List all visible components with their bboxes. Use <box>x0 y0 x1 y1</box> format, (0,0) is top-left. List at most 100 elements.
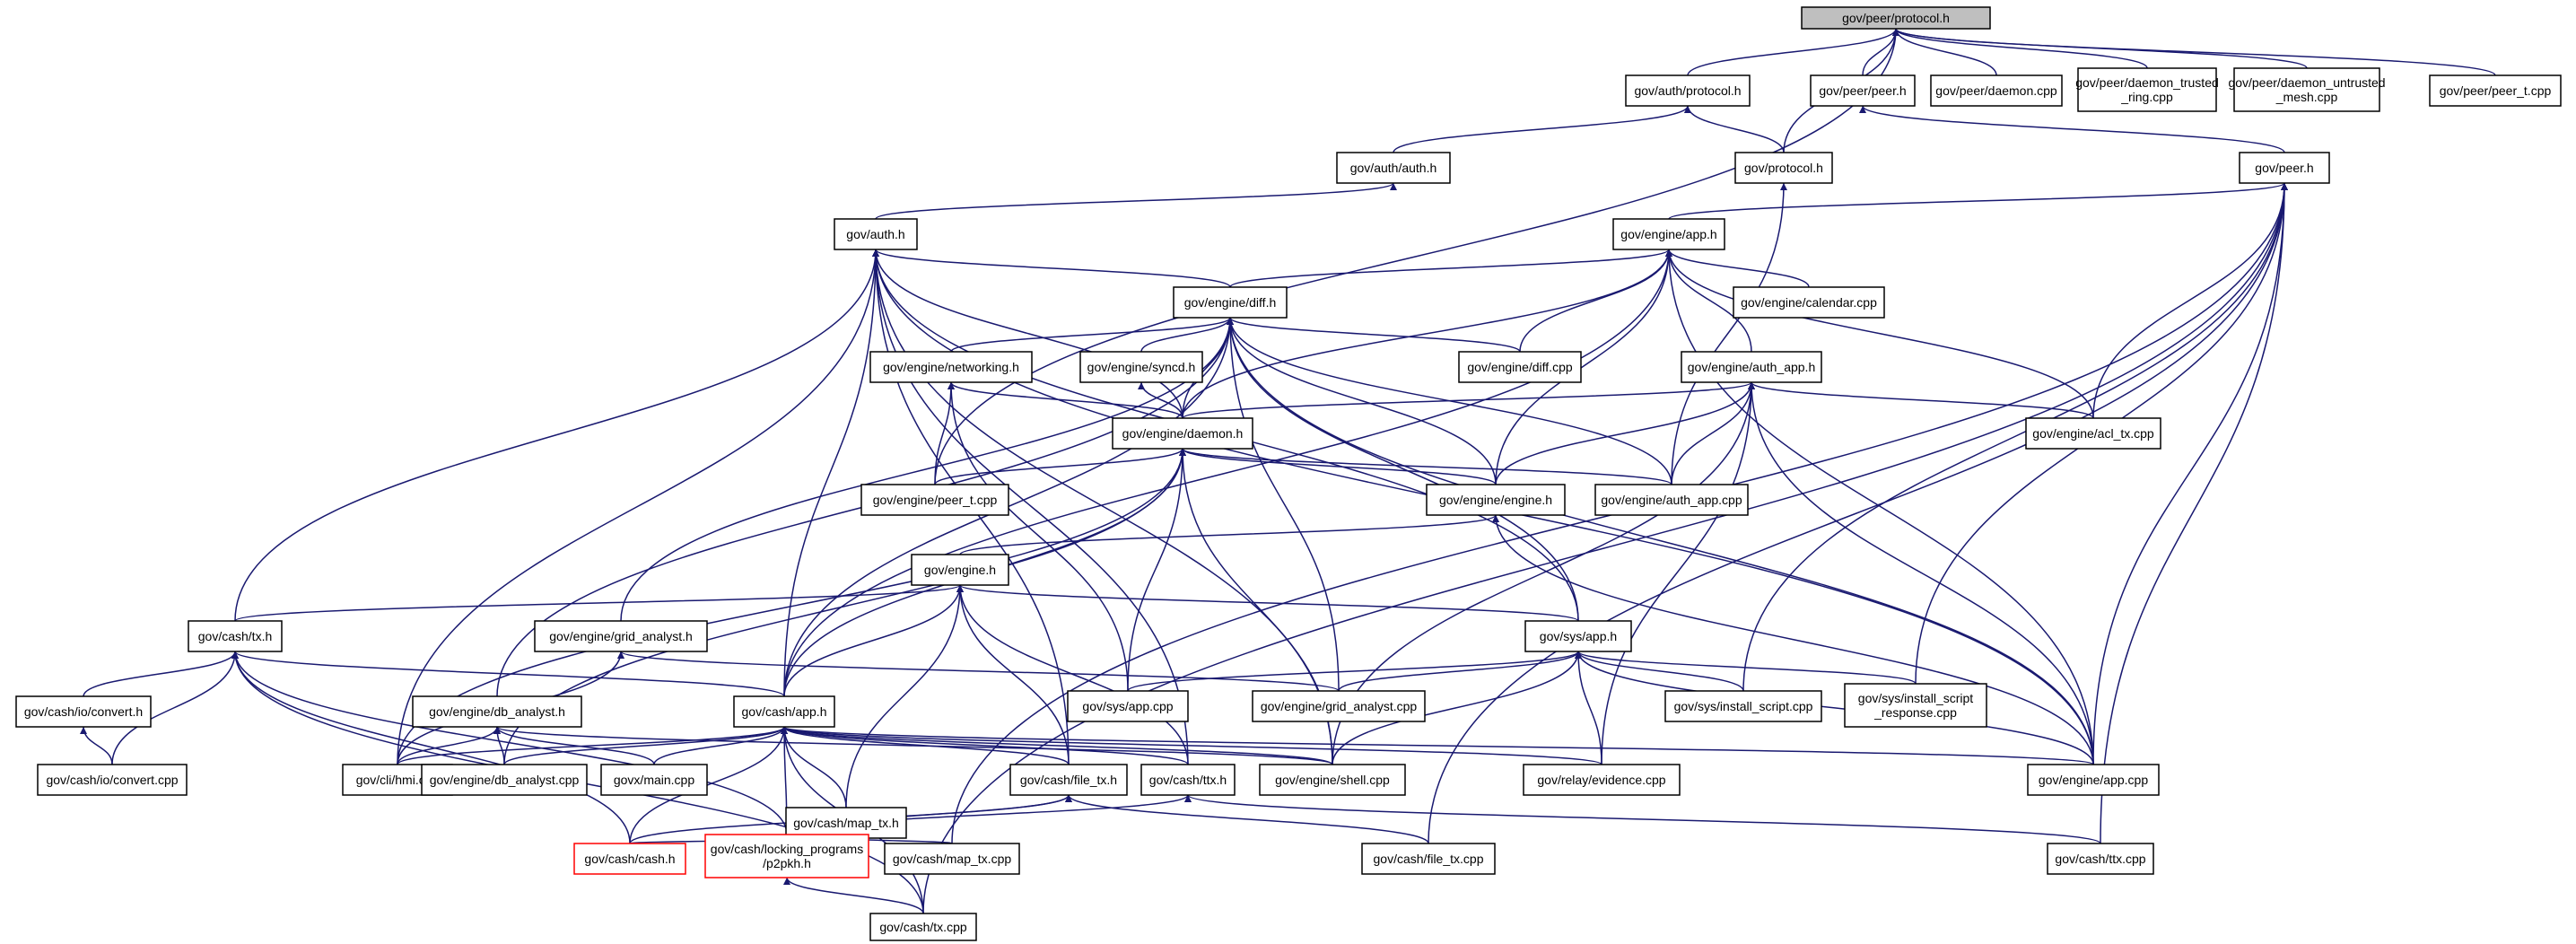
node-peer-daemon-untrusted[interactable]: gov/peer/daemon_untrusted_mesh.cpp <box>2228 67 2386 112</box>
edge-engine-grid-analyst-cpp-to-engine-grid-analyst-h <box>617 651 1340 692</box>
node-relay-evidence-cpp[interactable]: gov/relay/evidence.cpp <box>1523 764 1681 796</box>
node-cash-cash-h[interactable]: gov/cash/cash.h <box>573 843 686 875</box>
node-label: gov/engine/auth_app.cpp <box>1601 493 1742 507</box>
node-engine-diff-h[interactable]: gov/engine/diff.h <box>1173 286 1288 319</box>
node-engine-diff-cpp[interactable]: gov/engine/diff.cpp <box>1458 351 1582 383</box>
node-cash-locking-programs[interactable]: gov/cash/locking_programs/p2pkh.h <box>704 834 869 878</box>
node-box <box>1664 690 1822 722</box>
node-sys-install-script-cpp[interactable]: gov/sys/install_script.cpp <box>1664 690 1822 722</box>
node-cash-file-tx-cpp[interactable]: gov/cash/file_tx.cpp <box>1361 843 1496 875</box>
node-engine-db-analyst-cpp[interactable]: gov/engine/db_analyst.cpp <box>421 764 588 796</box>
edge-cash-ttx-h-to-cash-app-h <box>781 726 1189 765</box>
edge-protocol-h-to-auth-protocol-h <box>1684 105 1785 153</box>
node-label: gov/cash/map_tx.cpp <box>893 852 1012 866</box>
node-engine-networking-h[interactable]: gov/engine/networking.h <box>869 351 1033 383</box>
node-label: gov/peer/protocol.h <box>1842 11 1950 25</box>
node-engine-grid-analyst-cpp[interactable]: gov/engine/grid_analyst.cpp <box>1252 690 1426 722</box>
node-engine-app-cpp[interactable]: gov/engine/app.cpp <box>2027 764 2160 796</box>
node-box <box>1523 764 1681 796</box>
node-label: gov/cash/app.h <box>742 704 827 719</box>
node-peer-h[interactable]: gov/peer.h <box>2239 152 2330 184</box>
node-auth-protocol-h[interactable]: gov/auth/protocol.h <box>1625 74 1751 107</box>
edge-cash-map-tx-h-to-cash-app-h <box>781 726 847 809</box>
node-box <box>2047 843 2154 875</box>
node-engine-syncd-h[interactable]: gov/engine/syncd.h <box>1079 351 1203 383</box>
node-box <box>733 695 835 728</box>
node-peer-peer-h[interactable]: gov/peer/peer.h <box>1810 74 1916 107</box>
node-engine-shell-cpp[interactable]: gov/engine/shell.cpp <box>1259 764 1406 796</box>
node-govx-main-cpp[interactable]: govx/main.cpp <box>600 764 708 796</box>
node-box <box>2027 764 2160 796</box>
node-engine-db-analyst-h[interactable]: gov/engine/db_analyst.h <box>412 695 582 728</box>
node-sys-app-cpp[interactable]: gov/sys/app.cpp <box>1067 690 1189 722</box>
edge-engine-peer-t-cpp-to-peer-protocol-h <box>934 28 1899 485</box>
node-engine-auth-app-h[interactable]: gov/engine/auth_app.h <box>1681 351 1822 383</box>
edge-layer <box>80 28 2496 914</box>
node-label: gov/engine/peer_t.cpp <box>873 493 998 507</box>
node-label: gov/auth/auth.h <box>1350 161 1437 175</box>
node-box <box>869 351 1033 383</box>
edge-engine-acl-tx-cpp-to-peer-h <box>2092 182 2288 419</box>
node-label: _response.cpp <box>1873 705 1957 720</box>
node-engine-grid-analyst-h[interactable]: gov/engine/grid_analyst.h <box>534 620 708 652</box>
node-cash-map-tx-cpp[interactable]: gov/cash/map_tx.cpp <box>884 843 1020 875</box>
node-cash-tx-cpp[interactable]: gov/cash/tx.cpp <box>869 913 977 941</box>
node-peer-daemon-trusted[interactable]: gov/peer/daemon_trusted_ring.cpp <box>2075 67 2219 112</box>
node-label: gov/engine/acl_tx.cpp <box>2032 426 2154 441</box>
node-box <box>1594 484 1749 516</box>
edge-engine-app-cpp-to-sys-app-h <box>1575 651 2094 765</box>
node-engine-acl-tx-cpp[interactable]: gov/engine/acl_tx.cpp <box>2025 417 2161 450</box>
node-protocol-h[interactable]: gov/protocol.h <box>1734 152 1833 184</box>
node-cash-file-tx-h[interactable]: gov/cash/file_tx.h <box>1009 764 1128 796</box>
node-cash-app-h[interactable]: gov/cash/app.h <box>733 695 835 728</box>
node-peer-peer-t-cpp[interactable]: gov/peer/peer_t.cpp <box>2429 74 2562 107</box>
edge-cash-ttx-h-to-auth-h <box>872 249 1189 765</box>
edge-engine-app-cpp-to-engine-app-h <box>1665 249 2094 765</box>
edge-cash-tx-cpp-to-cash-locking-programs <box>783 877 924 914</box>
node-label: gov/cli/hmi.cpp <box>356 773 440 787</box>
node-sys-install-script-response-cpp[interactable]: gov/sys/install_script_response.cpp <box>1844 683 1987 728</box>
edge-peer-h-to-peer-peer-h <box>1859 105 2285 153</box>
edge-cash-map-tx-h-to-engine-h <box>845 584 964 809</box>
node-label: gov/sys/install_script.cpp <box>1674 699 1813 713</box>
edge-engine-diff-cpp-to-engine-app-h <box>1519 249 1672 353</box>
node-peer-protocol-h[interactable]: gov/peer/protocol.h <box>1801 6 1991 30</box>
edge-engine-diff-h-to-auth-h <box>872 249 1231 288</box>
node-engine-auth-app-cpp[interactable]: gov/engine/auth_app.cpp <box>1594 484 1749 516</box>
node-cash-map-tx-h[interactable]: gov/cash/map_tx.h <box>785 807 907 839</box>
node-cash-tx-h[interactable]: gov/cash/tx.h <box>188 620 283 652</box>
node-cash-ttx-h[interactable]: gov/cash/ttx.h <box>1140 764 1236 796</box>
edge-cli-hmi-cpp-to-cash-app-h <box>397 726 788 765</box>
node-box <box>1844 683 1987 728</box>
node-peer-daemon-cpp[interactable]: gov/peer/daemon.cpp <box>1930 74 2063 107</box>
node-label: gov/engine/daemon.h <box>1122 426 1244 441</box>
node-box <box>1079 351 1203 383</box>
node-engine-daemon-h[interactable]: gov/engine/daemon.h <box>1112 417 1253 450</box>
edge-cash-app-h-to-engine-app-h <box>783 249 1672 697</box>
node-label: gov/engine/grid_analyst.cpp <box>1261 699 1418 713</box>
node-engine-app-h[interactable]: gov/engine/app.h <box>1612 218 1725 250</box>
node-engine-calendar-cpp[interactable]: gov/engine/calendar.cpp <box>1733 286 1885 319</box>
edge-sys-app-cpp-to-sys-app-h <box>1127 651 1582 692</box>
node-cash-ttx-cpp[interactable]: gov/cash/ttx.cpp <box>2047 843 2154 875</box>
node-auth-auth-h[interactable]: gov/auth/auth.h <box>1336 152 1451 184</box>
node-label: gov/cash/ttx.cpp <box>2055 852 2145 866</box>
node-label: gov/engine/shell.cpp <box>1275 773 1390 787</box>
node-cashio-convert-h[interactable]: gov/cash/io/convert.h <box>15 695 152 728</box>
node-cashio-convert-cpp[interactable]: gov/cash/io/convert.cpp <box>37 764 188 796</box>
edge-engine-peer-t-cpp-to-engine-networking-h <box>934 381 955 485</box>
node-box <box>1524 620 1632 652</box>
node-engine-peer-t-cpp[interactable]: gov/engine/peer_t.cpp <box>860 484 1009 516</box>
node-label: gov/engine/db_analyst.h <box>429 704 565 719</box>
node-sys-app-h[interactable]: gov/sys/app.h <box>1524 620 1632 652</box>
node-engine-engine-h[interactable]: gov/engine/engine.h <box>1426 484 1566 516</box>
edge-cash-cash-h-to-cash-tx-h <box>231 651 631 844</box>
edge-engine-engine-h-to-engine-auth-app-h <box>1495 381 1755 485</box>
edge-engine-engine-h-to-engine-diff-h <box>1227 317 1497 485</box>
node-label: gov/cash/io/convert.cpp <box>46 773 178 787</box>
node-engine-h[interactable]: gov/engine.h <box>911 554 1009 586</box>
node-auth-h[interactable]: gov/auth.h <box>834 218 918 250</box>
node-box <box>1801 6 1991 30</box>
edge-engine-daemon-h-to-engine-networking-h <box>947 381 1183 419</box>
node-box <box>884 843 1020 875</box>
